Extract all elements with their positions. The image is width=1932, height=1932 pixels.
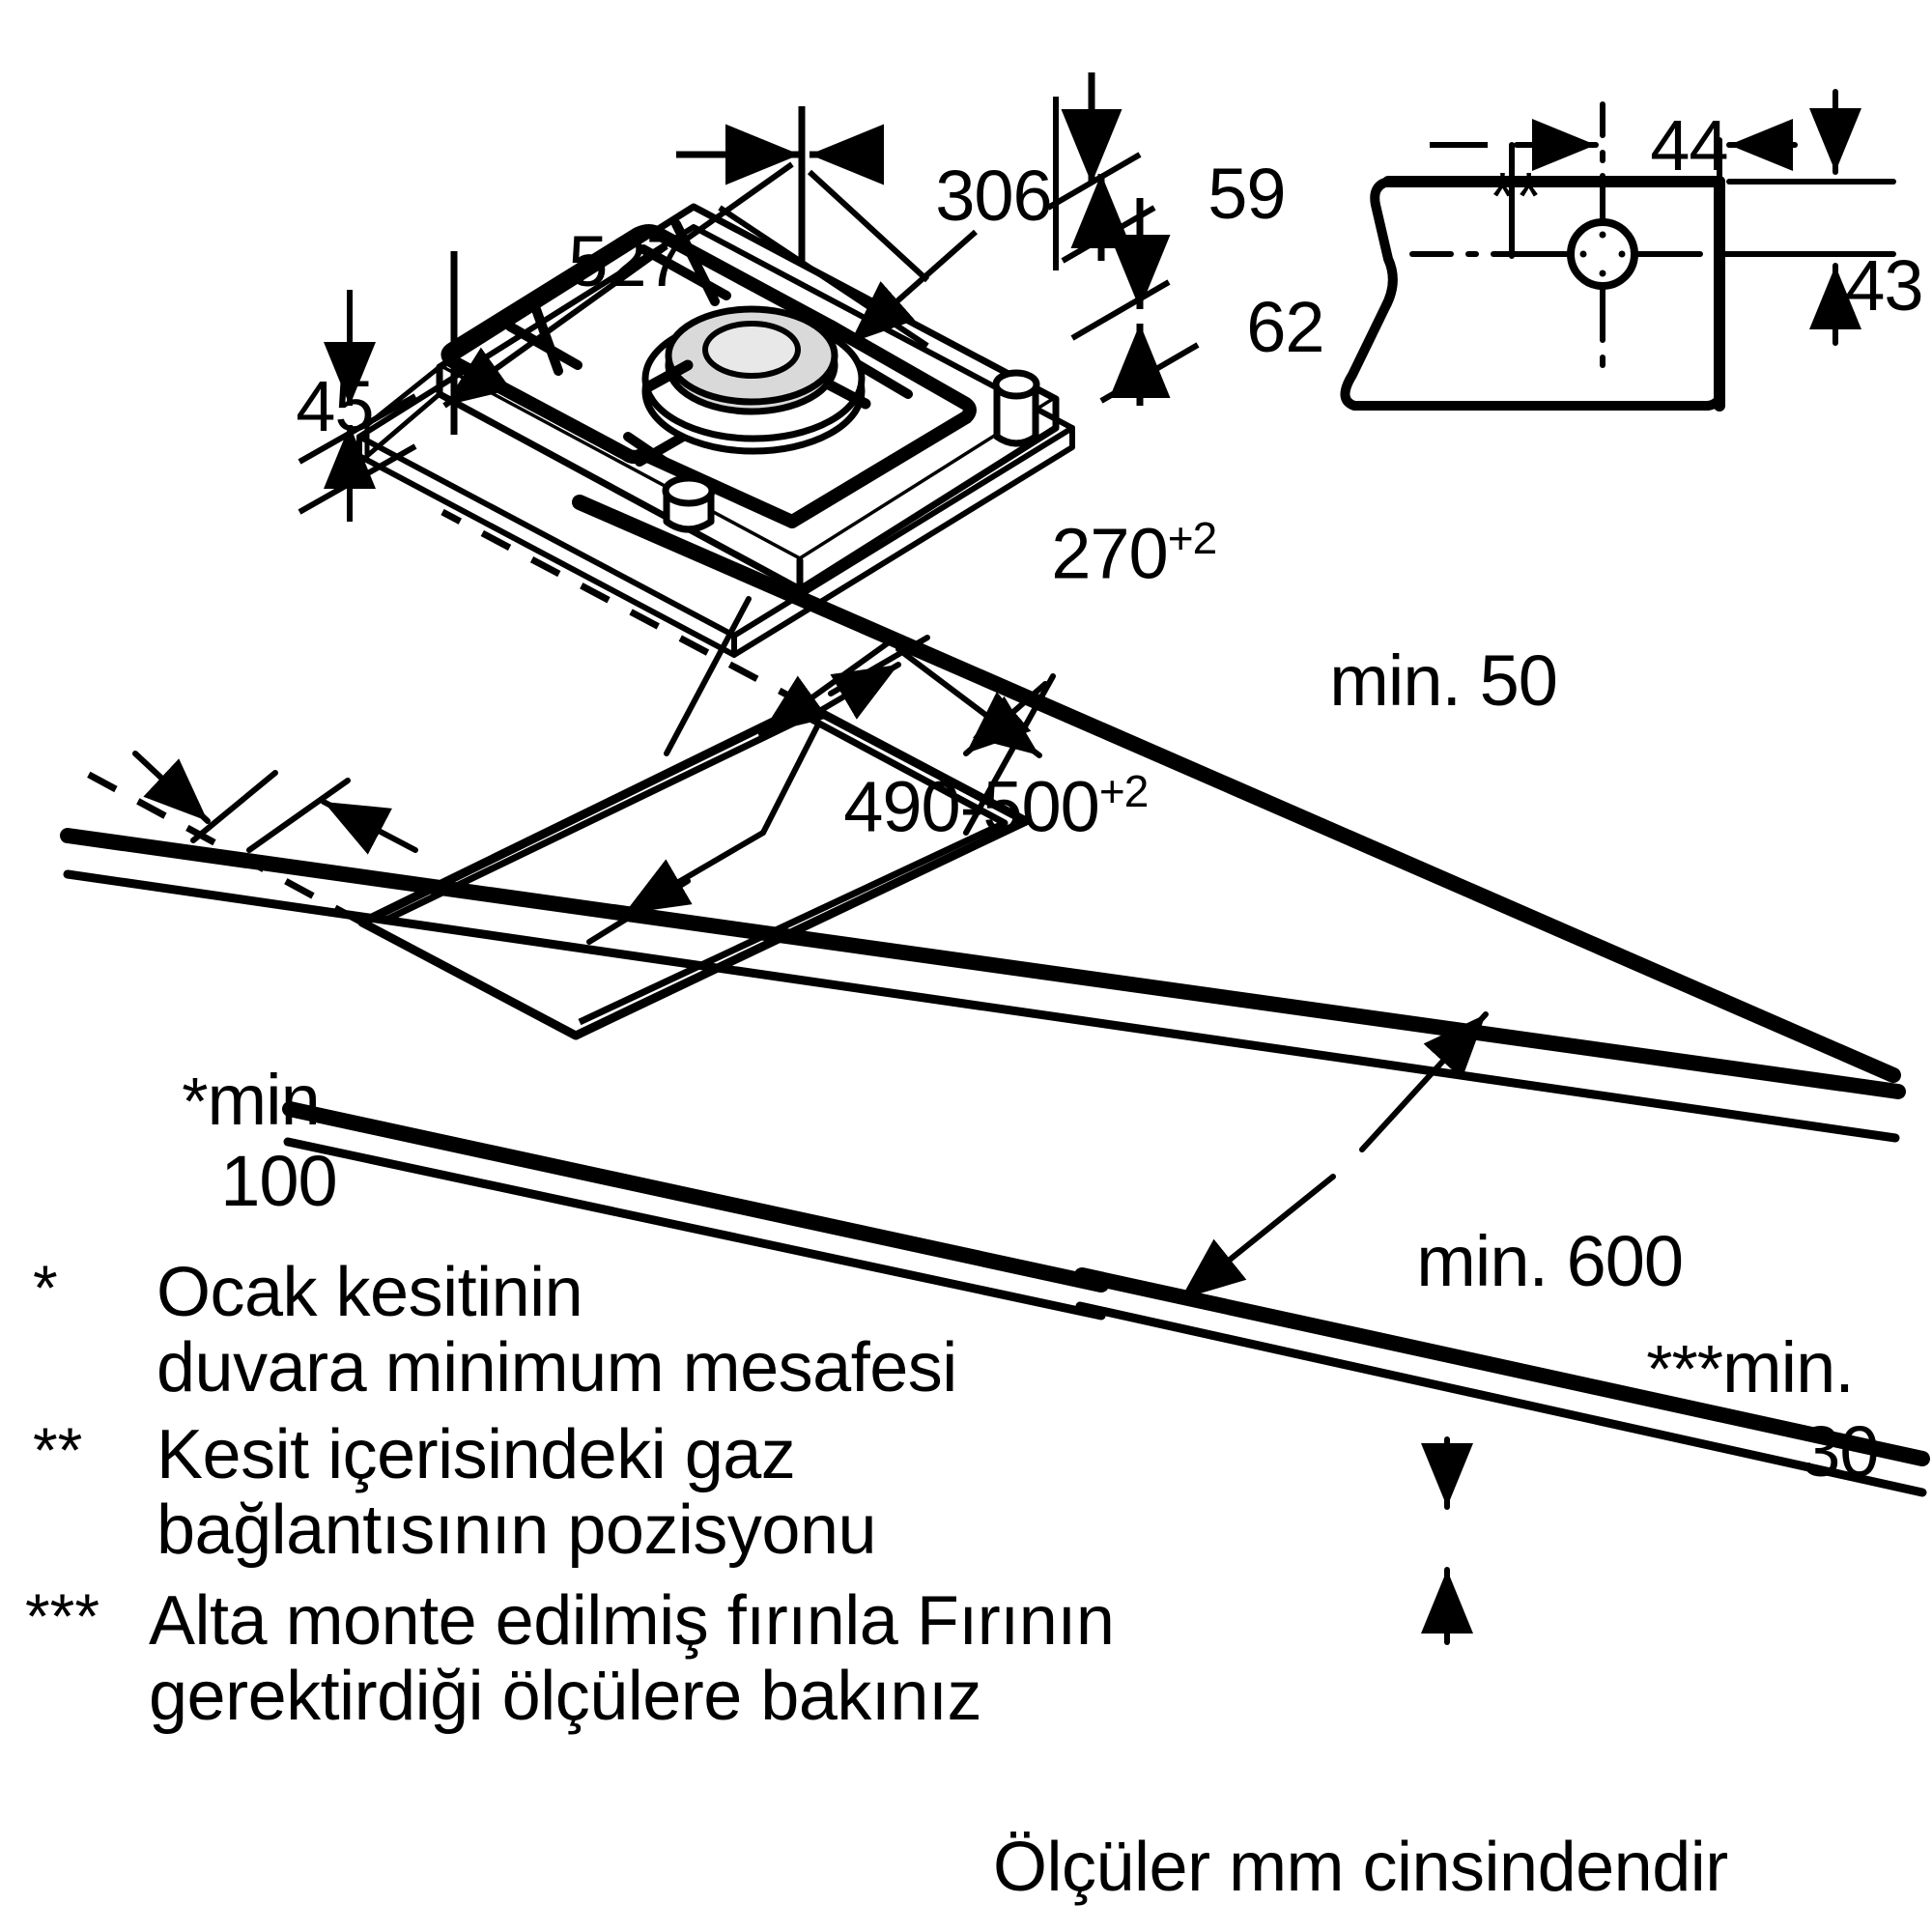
dim-rear-clearance-min50: min. 50 bbox=[1329, 640, 1558, 721]
dim-cutout-width-tolerance: +2 bbox=[1098, 766, 1149, 816]
under-clearance-marker: *** bbox=[1646, 1331, 1723, 1406]
wall-clearance-marker: * bbox=[182, 1064, 208, 1139]
dim-lip-45: 45 bbox=[296, 366, 374, 446]
gas-connection-marker: ** bbox=[1489, 158, 1543, 234]
dim-cutout-depth-270: 270+2 bbox=[1051, 513, 1217, 594]
dim-width-527: 527 bbox=[568, 221, 685, 301]
dim-cutout-width-490-500: 490-500+2 bbox=[843, 766, 1149, 847]
legend-line: Kesit içerisindeki gaz bbox=[156, 1416, 796, 1493]
gas-connection-detail-view bbox=[1340, 89, 1896, 412]
dim-depth-306: 306 bbox=[935, 156, 1052, 236]
dim-wall-clearance-value: 100 bbox=[220, 1141, 337, 1221]
dim-cutout-depth-tolerance: +2 bbox=[1167, 513, 1217, 563]
legend-text-1: Ocak kesitinin duvara minimum mesafesi bbox=[156, 1254, 957, 1406]
legend-text-2: Kesit içerisindeki gaz bağlantısının poz… bbox=[156, 1416, 877, 1569]
legend-line: bağlantısının pozisyonu bbox=[156, 1491, 877, 1569]
legend-mark-3: *** bbox=[25, 1580, 100, 1652]
legend-line: duvara minimum mesafesi bbox=[156, 1328, 957, 1406]
legend-item-2: ** Kesit içerisindeki gaz bağlantısının … bbox=[33, 1414, 1289, 1569]
legend-item-1: * Ocak kesitinin duvara minimum mesafesi bbox=[33, 1252, 1289, 1406]
dim-under-clearance-value: 30 bbox=[1801, 1411, 1879, 1492]
legend-mark-2: ** bbox=[33, 1414, 83, 1486]
dim-wall-clearance-min100: *min. bbox=[182, 1060, 339, 1140]
dim-overhead-clearance-min600: min. 600 bbox=[1416, 1221, 1684, 1301]
legend-item-3: *** Alta monte edilmiş fırınla Fırının g… bbox=[25, 1580, 1426, 1735]
legend-text-3: Alta monte edilmiş fırınla Fırının gerek… bbox=[149, 1582, 1115, 1735]
worktop-plane bbox=[60, 495, 1930, 1497]
legend-line: Alta monte edilmiş fırınla Fırının bbox=[149, 1582, 1115, 1660]
hob-isometric-view bbox=[356, 203, 1075, 658]
units-note: Ölçüler mm cinsindendir bbox=[993, 1829, 1728, 1906]
dim-body-height-62: 62 bbox=[1246, 287, 1324, 367]
dim-gas-offset-44: 44 bbox=[1650, 105, 1728, 185]
dim-under-clearance-min: ***min. bbox=[1646, 1327, 1855, 1407]
hob-dimension-lines bbox=[298, 72, 1200, 522]
legend-mark-1: * bbox=[33, 1252, 58, 1323]
dim-gas-offset-43: 43 bbox=[1845, 245, 1923, 326]
worktop-cutout bbox=[66, 508, 1031, 1040]
legend-line: gerektirdiği ölçülere bakınız bbox=[149, 1657, 981, 1735]
legend-line: Ocak kesitinin bbox=[156, 1254, 583, 1331]
dim-top-offset-59: 59 bbox=[1208, 154, 1286, 234]
cutout-dimension-lines bbox=[132, 596, 1489, 1645]
